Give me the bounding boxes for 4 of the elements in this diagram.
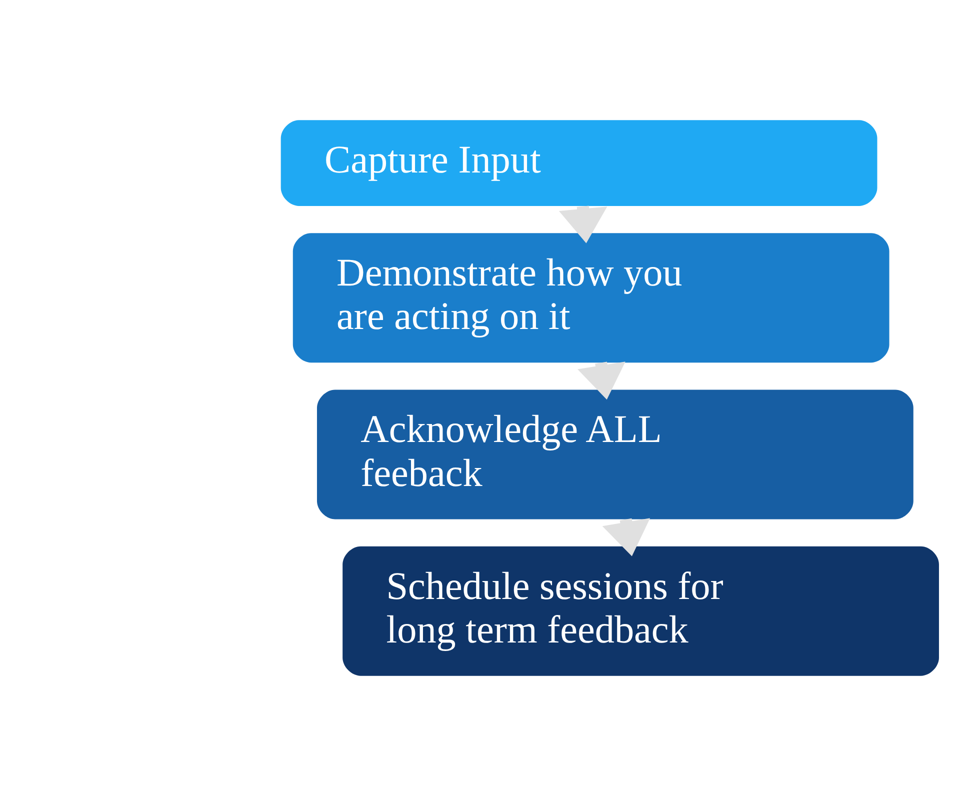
node-box: Schedule sessions for long term feedback [342, 546, 938, 676]
node-box: Demonstrate how you are acting on it [292, 232, 889, 362]
node-box: Capture Input [280, 120, 877, 206]
node-box: Acknowledge ALL feeback [316, 389, 913, 519]
